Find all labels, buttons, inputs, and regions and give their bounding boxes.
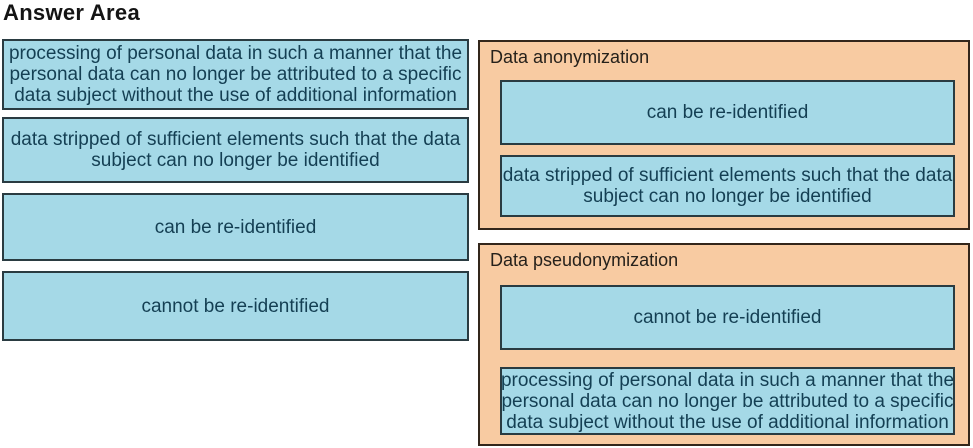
drag-option-label: can be re-identified — [154, 216, 317, 238]
drag-option-label: cannot be re-identified — [141, 295, 330, 317]
drop-target-anonymization[interactable]: Data anonymization can be re-identified … — [478, 40, 970, 230]
dropped-answer-label: processing of personal data in such a ma… — [500, 369, 955, 433]
drag-option-label: data stripped of sufficient elements suc… — [10, 129, 461, 171]
drop-target-pseudonymization[interactable]: Data pseudonymization cannot be re-ident… — [478, 243, 970, 446]
dropped-answer[interactable]: cannot be re-identified — [500, 285, 955, 350]
dropped-answer-label: data stripped of sufficient elements suc… — [502, 165, 953, 207]
drop-target-label: Data anonymization — [490, 47, 650, 67]
dropped-answer[interactable]: data stripped of sufficient elements suc… — [500, 155, 955, 217]
page-title: Answer Area — [3, 0, 140, 25]
drag-option-label: processing of personal data in such a ma… — [8, 43, 463, 106]
dropped-answer[interactable]: can be re-identified — [500, 80, 955, 145]
drag-option[interactable]: can be re-identified — [2, 193, 469, 261]
drag-option[interactable]: data stripped of sufficient elements suc… — [2, 117, 469, 183]
dropped-answer-label: can be re-identified — [646, 102, 809, 123]
dropped-answer-label: cannot be re-identified — [633, 307, 822, 328]
drop-target-label: Data pseudonymization — [490, 250, 679, 270]
dropped-answer[interactable]: processing of personal data in such a ma… — [500, 367, 955, 435]
drag-option[interactable]: cannot be re-identified — [2, 271, 469, 341]
drag-option[interactable]: processing of personal data in such a ma… — [2, 39, 469, 110]
